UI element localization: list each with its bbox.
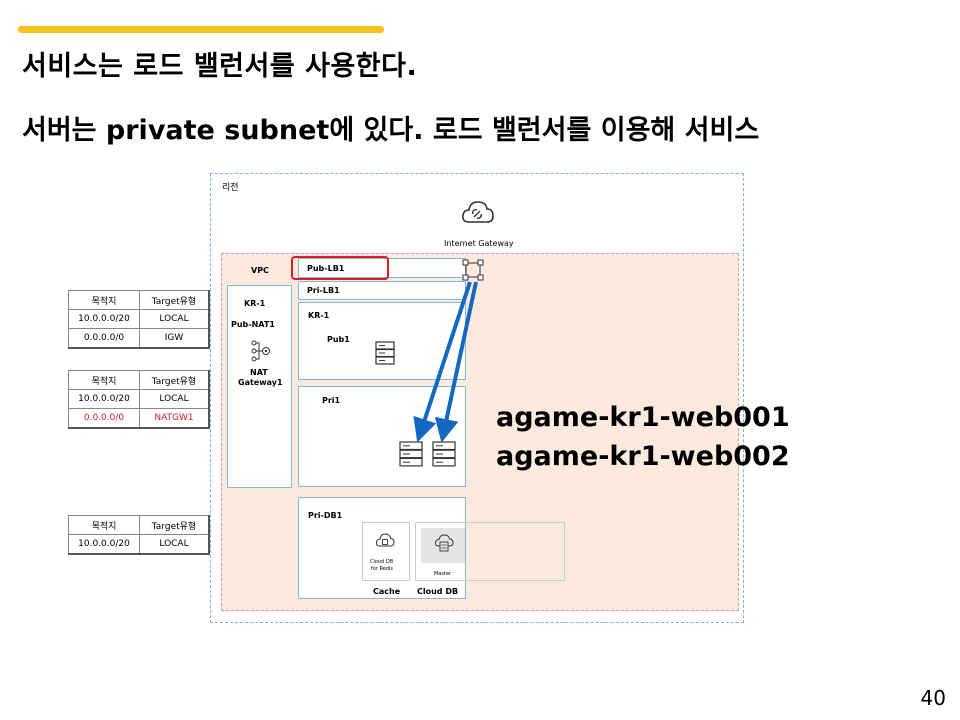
table-cell: LOCAL — [139, 389, 210, 409]
igw-label: Internet Gateway — [444, 239, 514, 248]
table-cell: 10.0.0.0/20 — [68, 309, 140, 329]
redis-icon — [375, 533, 395, 547]
slide-subtitle: 서버는 private subnet에 있다. 로드 밸런서를 이용해 서비스 — [22, 115, 760, 146]
table-header-row: 목적지 Target유형 — [68, 370, 210, 390]
arrow-to-web002 — [434, 281, 478, 443]
nat-zone-box — [227, 285, 292, 488]
table-row: 10.0.0.0/20 LOCAL — [68, 309, 210, 329]
web-server-1-icon — [399, 441, 423, 467]
clouddb-box — [415, 522, 565, 581]
kr1-label: KR-1 — [308, 311, 330, 320]
pub-lb-label: Pub-LB1 — [307, 264, 345, 273]
nat-gateway-icon — [251, 340, 270, 362]
table-header-cell: 목적지 — [68, 290, 140, 310]
clouddb-label: Cloud DB — [417, 587, 459, 596]
pub-nat-label: Pub-NAT1 — [231, 320, 275, 329]
redis-label-1: Cloud DB — [370, 559, 394, 565]
nat-gw-label-1: NAT — [250, 368, 268, 377]
table-header-cell: Target유형 — [139, 515, 210, 535]
table-row: 10.0.0.0/20 LOCAL — [68, 534, 210, 555]
table-cell: 0.0.0.0/0 — [68, 328, 140, 349]
load-balancer-icon — [462, 259, 484, 281]
vpc-label: VPC — [251, 266, 269, 275]
server-name-web002: agame-kr1-web002 — [496, 441, 790, 472]
pridb-label: Pri-DB1 — [308, 511, 343, 520]
master-label: Master — [434, 571, 452, 577]
route-table-db: 목적지 Target유형 10.0.0.0/20 LOCAL — [68, 515, 210, 555]
redis-box — [362, 522, 410, 581]
accent-bar — [18, 26, 384, 33]
table-cell: 0.0.0.0/0 — [68, 408, 140, 429]
nat-server-icon — [375, 341, 395, 365]
table-cell: LOCAL — [139, 534, 210, 555]
nat-gw-label-2: Gateway1 — [238, 378, 283, 387]
pub1-subnet-box — [298, 302, 466, 380]
pub1-label: Pub1 — [327, 335, 350, 344]
cache-label: Cache — [373, 587, 401, 596]
table-row: 10.0.0.0/20 LOCAL — [68, 389, 210, 409]
page-number: 40 — [920, 686, 946, 710]
table-header-cell: Target유형 — [139, 370, 210, 390]
table-row: 0.0.0.0/0 IGW — [68, 328, 210, 349]
redis-label-2: for Redis — [371, 566, 393, 572]
table-header-cell: Target유형 — [139, 290, 210, 310]
nat-zone-label: KR-1 — [244, 299, 266, 308]
table-header-cell: 목적지 — [68, 370, 140, 390]
pub-lb-highlight — [291, 256, 389, 280]
table-cell: 10.0.0.0/20 — [68, 389, 140, 409]
table-header-row: 목적지 Target유형 — [68, 515, 210, 535]
arrow-to-web001 — [413, 281, 472, 443]
route-table-public: 목적지 Target유형 10.0.0.0/20 LOCAL 0.0.0.0/0… — [68, 290, 210, 349]
internet-gateway-icon — [462, 201, 494, 223]
table-cell: NATGW1 — [139, 408, 210, 429]
table-cell: 10.0.0.0/20 — [68, 534, 140, 555]
table-cell: IGW — [139, 328, 210, 349]
region-boundary — [210, 173, 744, 623]
table-row: 0.0.0.0/0 NATGW1 — [68, 408, 210, 429]
route-table-private: 목적지 Target유형 10.0.0.0/20 LOCAL 0.0.0.0/0… — [68, 370, 210, 429]
table-header-row: 목적지 Target유형 — [68, 290, 210, 310]
table-cell: LOCAL — [139, 309, 210, 329]
slide-title: 서비스는 로드 밸런서를 사용한다. — [22, 51, 418, 82]
table-header-cell: 목적지 — [68, 515, 140, 535]
server-name-web001: agame-kr1-web001 — [496, 402, 790, 433]
pri1-label: Pri1 — [322, 396, 341, 405]
clouddb-icon — [434, 534, 454, 552]
region-label: 리전 — [222, 183, 239, 193]
pri-lb-label: Pri-LB1 — [307, 286, 340, 295]
